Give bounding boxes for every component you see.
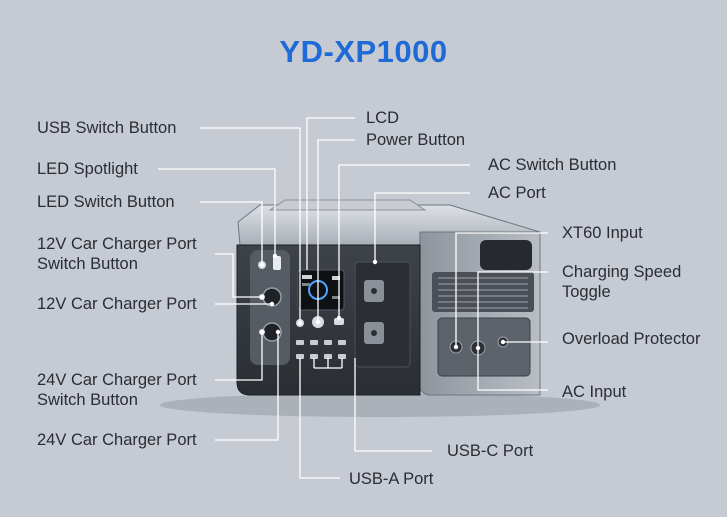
left-panel xyxy=(250,250,290,365)
label-xt60-input: XT60 Input xyxy=(562,224,643,242)
label-power-button: Power Button xyxy=(366,131,466,149)
shadow xyxy=(160,393,600,417)
label-24v-switch-line1: 24V Car Charger Port xyxy=(37,371,197,389)
ac-switch-btn xyxy=(334,318,344,325)
label-charging-speed-line2: Toggle xyxy=(562,283,611,301)
label-ac-input: AC Input xyxy=(562,383,627,401)
label-usb-a-port: USB-A Port xyxy=(349,470,434,488)
label-led-spotlight: LED Spotlight xyxy=(37,160,138,178)
leader-lines xyxy=(158,117,548,479)
label-overload-protector: Overload Protector xyxy=(562,330,701,348)
usb-ports xyxy=(296,340,346,359)
handle xyxy=(268,199,427,211)
label-ac-port: AC Port xyxy=(488,184,546,202)
label-usb-switch-button: USB Switch Button xyxy=(37,119,177,137)
side-handle-hole xyxy=(480,240,532,270)
label-lcd: LCD xyxy=(366,109,400,127)
label-24v-switch-line2: Switch Button xyxy=(37,391,138,409)
label-12v-port: 12V Car Charger Port xyxy=(37,295,197,313)
label-ac-switch-button: AC Switch Button xyxy=(488,156,617,174)
label-charging-speed-line1: Charging Speed xyxy=(562,263,682,281)
led-spotlight xyxy=(273,256,281,270)
leader-dots xyxy=(259,253,506,351)
ac-outlet-panel xyxy=(354,261,411,368)
label-12v-switch-line1: 12V Car Charger Port xyxy=(37,235,197,253)
label-usb-c-port: USB-C Port xyxy=(447,442,534,460)
vent-slats xyxy=(438,277,528,309)
label-led-switch-button: LED Switch Button xyxy=(37,193,175,211)
label-12v-switch-line2: Switch Button xyxy=(37,255,138,273)
label-24v-port: 24V Car Charger Port xyxy=(37,431,197,449)
page-title: YD-XP1000 xyxy=(279,34,448,69)
